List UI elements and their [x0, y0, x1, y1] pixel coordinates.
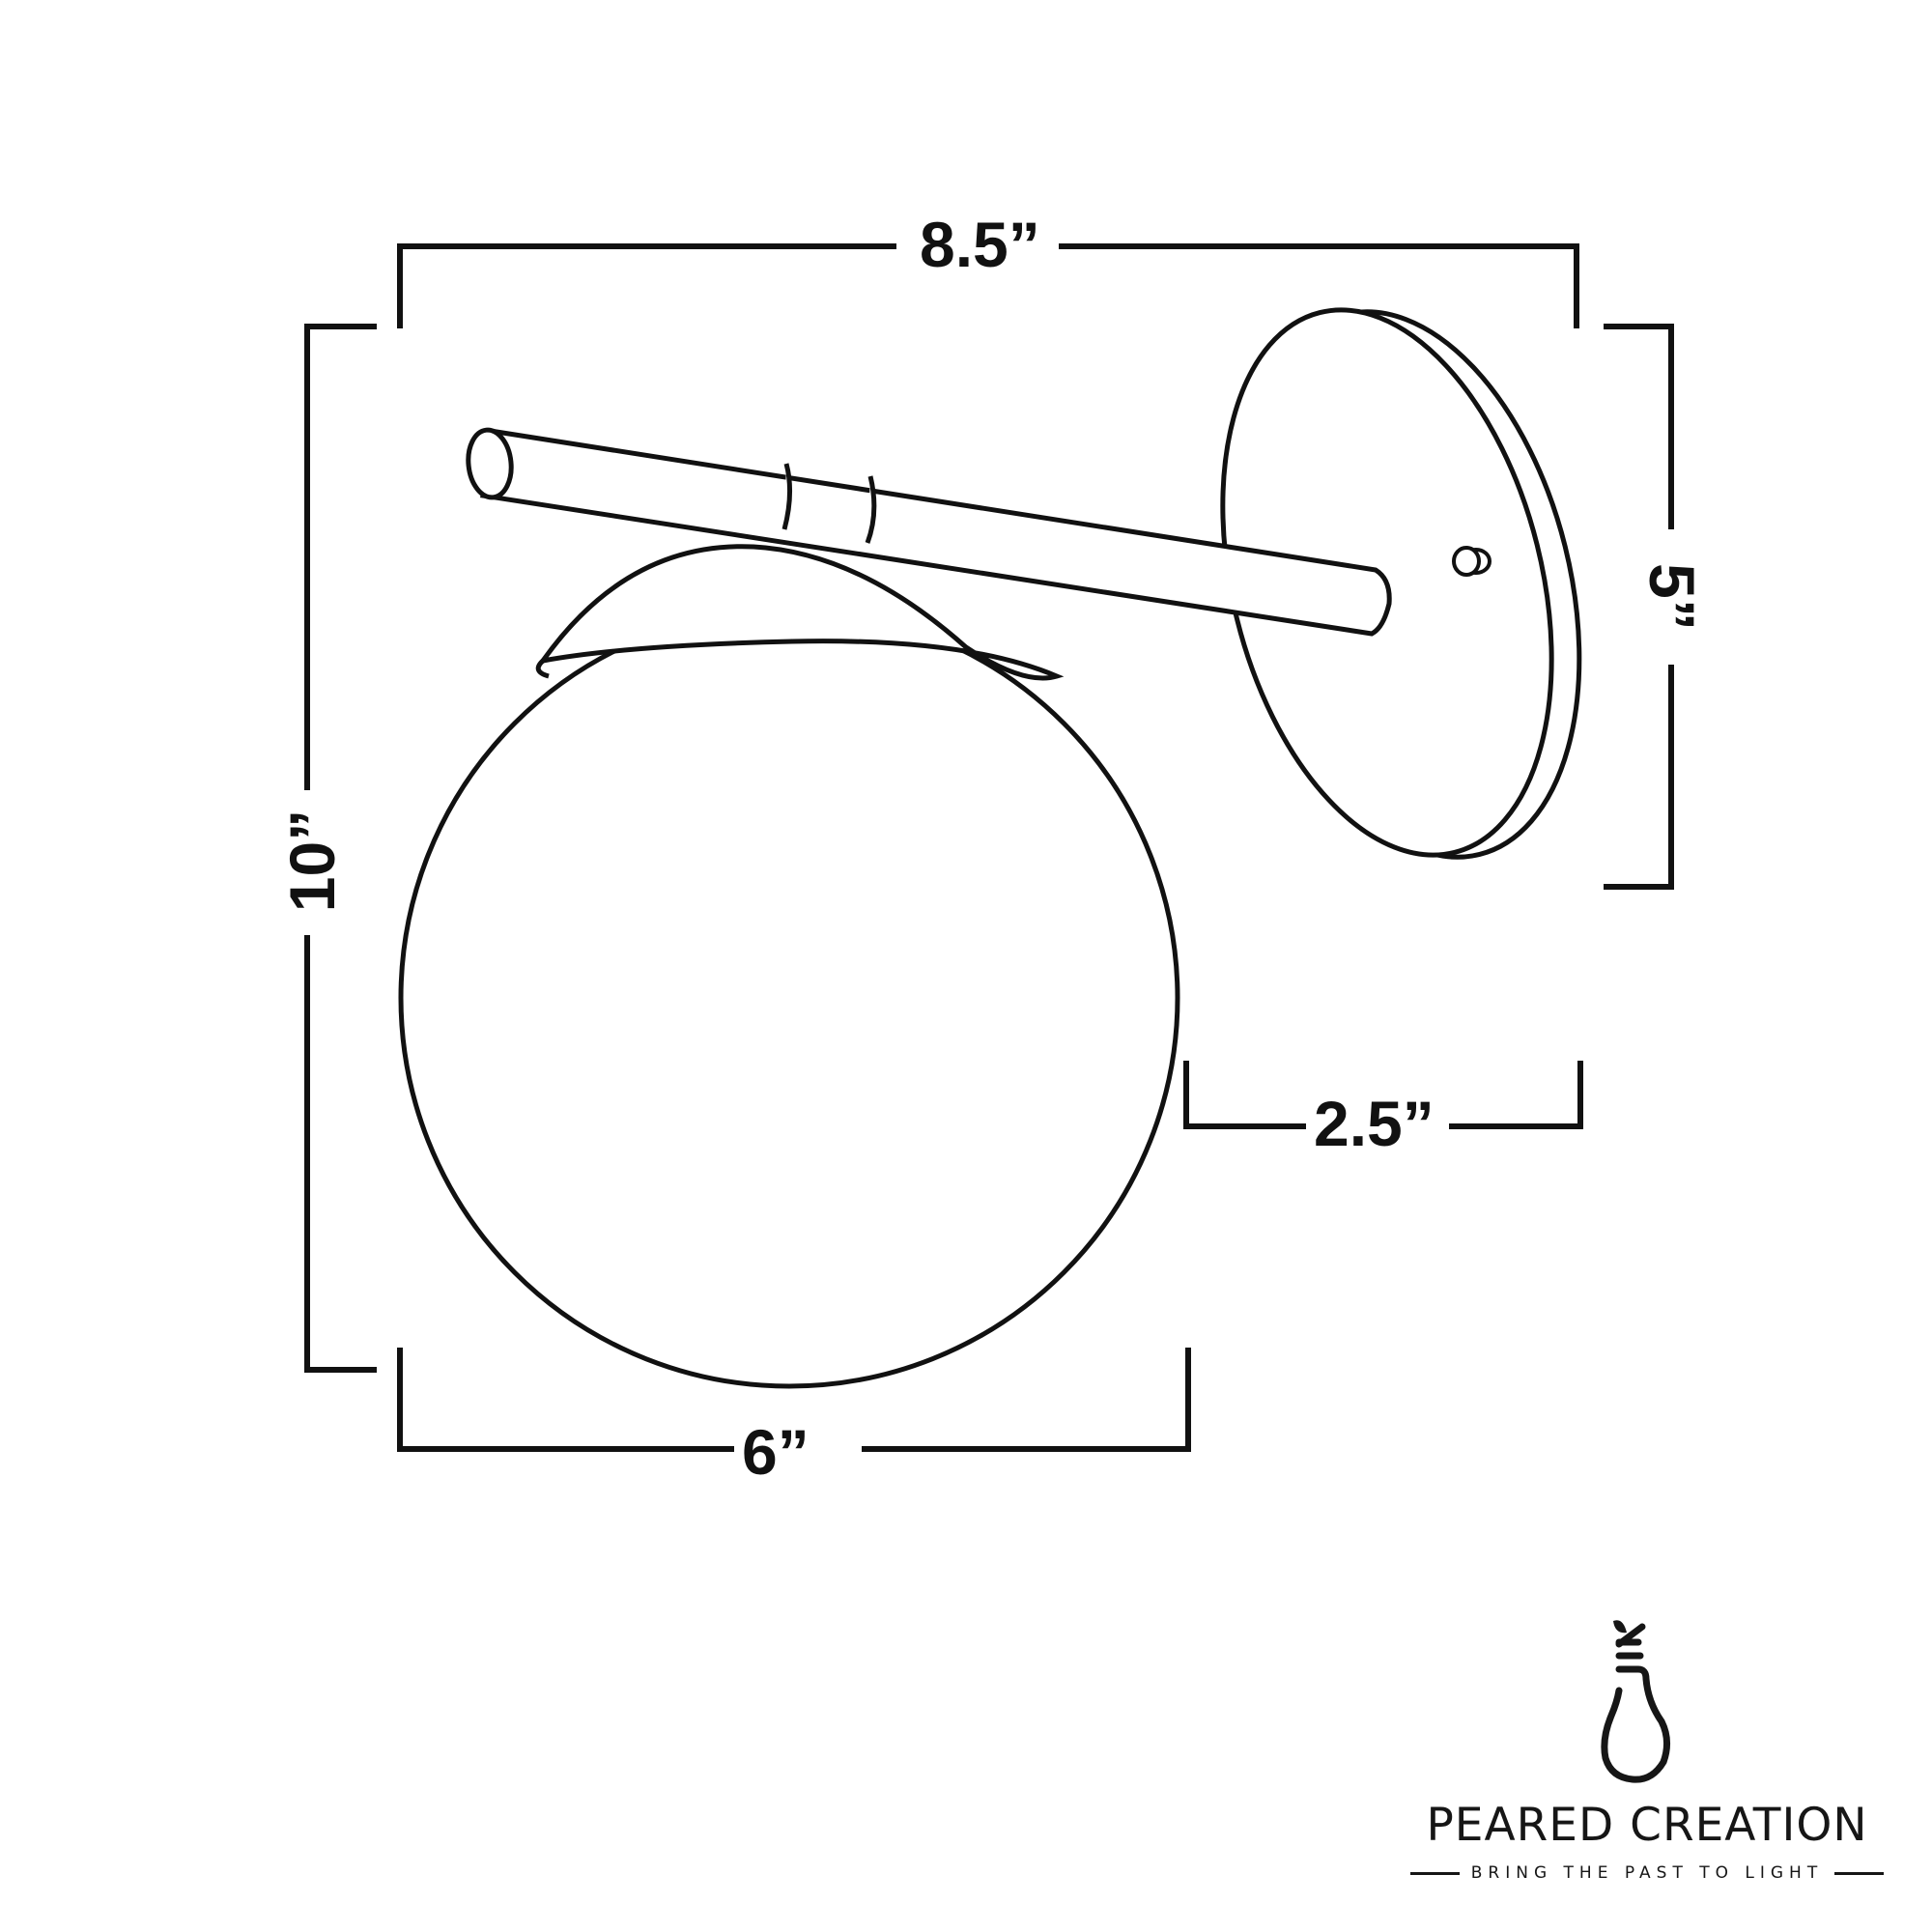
tagline-text: BRING THE PAST TO LIGHT: [1470, 1863, 1824, 1883]
label-overall-height: 10”: [276, 809, 349, 913]
arm-tube: [466, 427, 1392, 637]
dimension-bracket-backplate: [1604, 324, 1674, 890]
tagline-rule-left: [1410, 1871, 1460, 1875]
brand-tagline: BRING THE PAST TO LIGHT: [1410, 1863, 1884, 1883]
label-globe-diameter: 6”: [742, 1416, 810, 1488]
tagline-rule-right: [1834, 1871, 1884, 1875]
globe-cap: [535, 544, 1065, 681]
dimension-bracket-height: [304, 324, 377, 1373]
dimension-bracket-globe: [397, 1348, 1191, 1452]
brand-name: PEARED CREATION: [1426, 1799, 1868, 1852]
dimension-bracket-extension: [1183, 1061, 1583, 1129]
label-wall-to-globe: 2.5”: [1314, 1088, 1435, 1159]
label-backplate-height: 5”: [1635, 563, 1708, 631]
pear-lightbulb-icon: [1601, 1620, 1670, 1783]
glass-globe: [398, 607, 1180, 1389]
label-overall-width: 8.5”: [920, 209, 1040, 280]
mounting-screw: [1452, 546, 1492, 577]
dimension-bracket-width: [397, 243, 1579, 328]
